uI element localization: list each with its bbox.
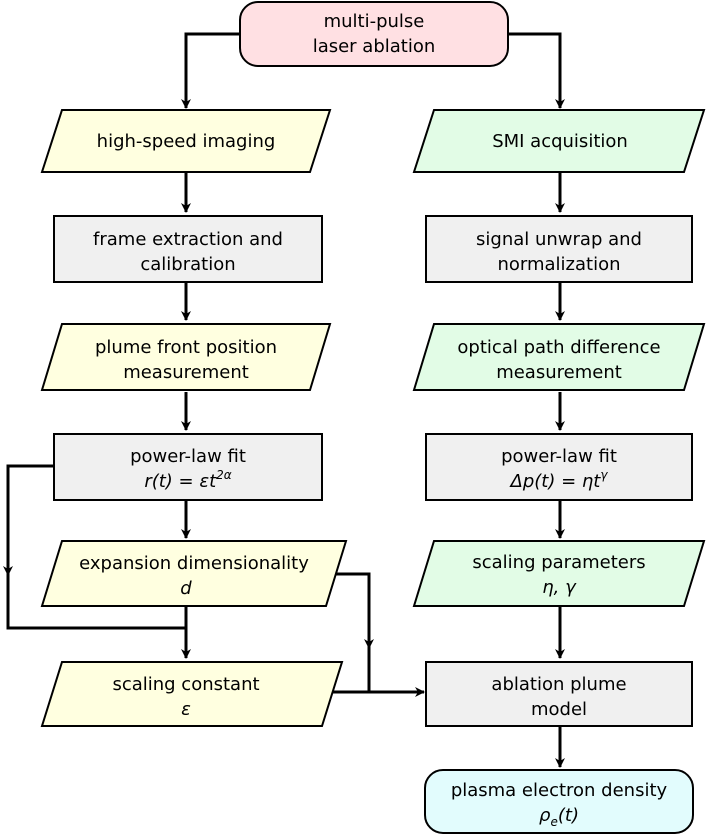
node-expansion-dimensionality: expansion dimensionality d: [40, 540, 348, 607]
scaling-constant-shape: [40, 661, 344, 727]
node-high-speed-imaging: high-speed imaging: [40, 109, 332, 173]
scaling-constant-label: scaling constant: [112, 674, 259, 695]
optical-path-label-2: measurement: [496, 362, 622, 383]
plume-front-shape: [40, 323, 332, 391]
expansion-dimensionality-symbol: d: [180, 578, 192, 599]
scaling-constant-symbol: ε: [181, 699, 191, 720]
fit-left-label: power-law fit: [130, 446, 246, 467]
plume-front-label-1: plume front position: [95, 337, 277, 358]
fit-right-equation: Δp(t) = ηtγ: [509, 468, 609, 492]
plume-model-label-1: ablation plume: [491, 674, 626, 695]
plume-front-label-2: measurement: [123, 362, 249, 383]
node-optical-path: optical path difference measurement: [412, 323, 706, 391]
high-speed-imaging-shape: [40, 109, 332, 173]
fit-right-shape: [425, 433, 693, 501]
node-plume-front: plume front position measurement: [40, 323, 332, 391]
frame-extraction-shape: [53, 215, 323, 283]
frame-extraction-label-2: calibration: [140, 254, 235, 275]
end-label: plasma electron density: [451, 780, 668, 801]
end-shape: [424, 769, 694, 834]
end-equation-base: ρ: [539, 805, 551, 826]
start-label-1: multi-pulse: [324, 11, 425, 32]
node-frame-extraction: frame extraction and calibration: [53, 215, 323, 283]
expansion-dimensionality-label: expansion dimensionality: [79, 553, 309, 574]
signal-unwrap-label-1: signal unwrap and: [476, 229, 642, 250]
fit-right-equation-main: Δp(t) = ηt: [509, 471, 602, 492]
start-shape: [239, 1, 509, 67]
signal-unwrap-label-2: normalization: [497, 254, 620, 275]
start-label-2: laser ablation: [313, 36, 436, 57]
node-start: multi-pulse laser ablation: [239, 1, 509, 67]
node-smi-acquisition: SMI acquisition: [412, 109, 706, 173]
node-signal-unwrap: signal unwrap and normalization: [425, 215, 693, 283]
scaling-parameters-symbols: η, γ: [542, 577, 577, 598]
edge-start-to-smi: [508, 32, 565, 109]
fit-left-equation-main: r(t) = εt: [144, 471, 217, 492]
smi-acquisition-shape: [412, 109, 706, 173]
frame-extraction-label-1: frame extraction and: [93, 229, 283, 250]
plume-model-label-2: model: [531, 699, 587, 720]
signal-unwrap-shape: [425, 215, 693, 283]
high-speed-imaging-label: high-speed imaging: [97, 131, 276, 152]
edge-expansion-to-model: [326, 572, 371, 692]
node-end: plasma electron density ρe(t): [424, 769, 694, 834]
end-equation-subscript: e: [550, 815, 557, 829]
optical-path-label-1: optical path difference: [457, 337, 660, 358]
node-fit-left: power-law fit r(t) = εt2α: [53, 433, 323, 501]
fit-left-equation-exponent: 2α: [216, 468, 232, 482]
fit-left-shape: [53, 433, 323, 501]
fit-right-label: power-law fit: [501, 446, 617, 467]
node-scaling-constant: scaling constant ε: [40, 661, 344, 727]
plume-model-shape: [425, 661, 693, 727]
edge-start-to-imaging: [181, 32, 240, 109]
expansion-dimensionality-shape: [40, 540, 348, 607]
smi-acquisition-label: SMI acquisition: [492, 131, 628, 152]
scaling-parameters-label: scaling parameters: [472, 552, 645, 573]
fit-left-equation: r(t) = εt2α: [144, 468, 231, 492]
edges: [3, 32, 565, 768]
scaling-parameters-shape: [412, 540, 706, 607]
optical-path-shape: [412, 323, 706, 391]
node-plume-model: ablation plume model: [425, 661, 693, 727]
node-fit-right: power-law fit Δp(t) = ηtγ: [425, 433, 693, 501]
end-equation: ρe(t): [539, 805, 579, 829]
node-scaling-parameters: scaling parameters η, γ: [412, 540, 706, 607]
end-equation-suffix: (t): [558, 805, 579, 826]
fit-right-equation-exponent: γ: [600, 468, 608, 482]
